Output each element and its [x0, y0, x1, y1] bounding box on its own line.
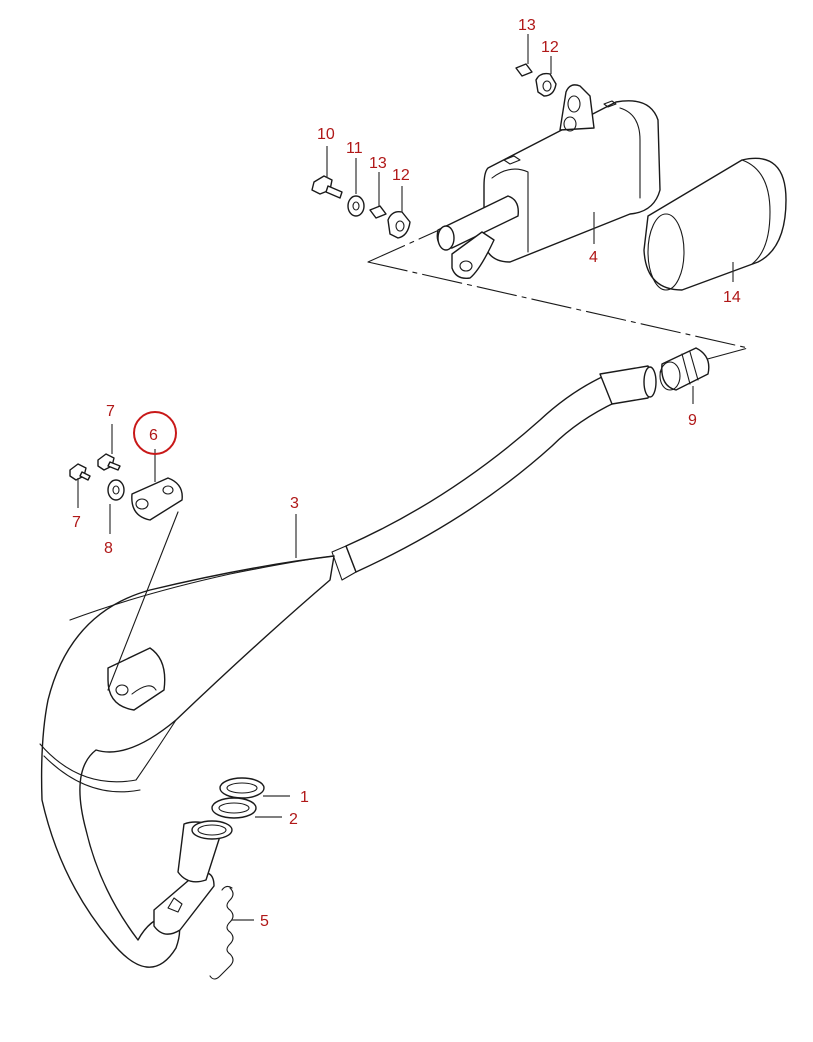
collar-13-lower[interactable] [369, 205, 387, 219]
callout-13-upper[interactable]: 13 [518, 17, 536, 34]
joint-9[interactable] [659, 347, 710, 391]
silencer-group [311, 63, 787, 373]
callout-8[interactable]: 8 [104, 540, 113, 557]
callout-12-upper[interactable]: 12 [541, 39, 559, 56]
bolt-7-upper[interactable] [97, 453, 121, 471]
collar-13-upper[interactable] [515, 63, 533, 77]
washer-8[interactable] [107, 479, 125, 501]
bolt-10[interactable] [311, 175, 343, 199]
callout-3[interactable]: 3 [290, 495, 299, 512]
gasket-2[interactable] [211, 797, 257, 819]
bracket-6[interactable] [107, 477, 183, 691]
spring-5[interactable] [209, 885, 234, 980]
grommet-12-lower[interactable] [387, 210, 411, 239]
gasket-1[interactable] [219, 777, 265, 799]
callout-13-lower[interactable]: 13 [369, 155, 387, 172]
callout-5[interactable]: 5 [260, 913, 269, 930]
exhaust-pipe[interactable] [39, 365, 657, 968]
callout-9[interactable]: 9 [688, 412, 697, 429]
leader-lines [77, 34, 734, 921]
grommet-12-upper[interactable] [535, 72, 557, 97]
washer-11[interactable] [347, 195, 365, 217]
callout-1[interactable]: 1 [300, 789, 309, 806]
callout-4[interactable]: 4 [589, 249, 598, 266]
silencer[interactable] [436, 84, 661, 279]
callout-6[interactable]: 6 [149, 427, 158, 444]
bolt-7-lower[interactable] [69, 463, 91, 481]
callout-labels: 1 2 3 4 5 6 7 7 8 9 10 11 13 12 13 12 14 [72, 17, 741, 930]
silencer-packing[interactable] [643, 157, 787, 291]
callout-12-lower[interactable]: 12 [392, 167, 410, 184]
callout-11[interactable]: 11 [346, 140, 363, 157]
callout-7-upper[interactable]: 7 [106, 403, 115, 420]
callout-7-lower[interactable]: 7 [72, 514, 81, 531]
callout-14[interactable]: 14 [723, 289, 741, 306]
highlight-circle [133, 411, 177, 455]
callout-2[interactable]: 2 [289, 811, 298, 828]
callout-10[interactable]: 10 [317, 126, 335, 143]
